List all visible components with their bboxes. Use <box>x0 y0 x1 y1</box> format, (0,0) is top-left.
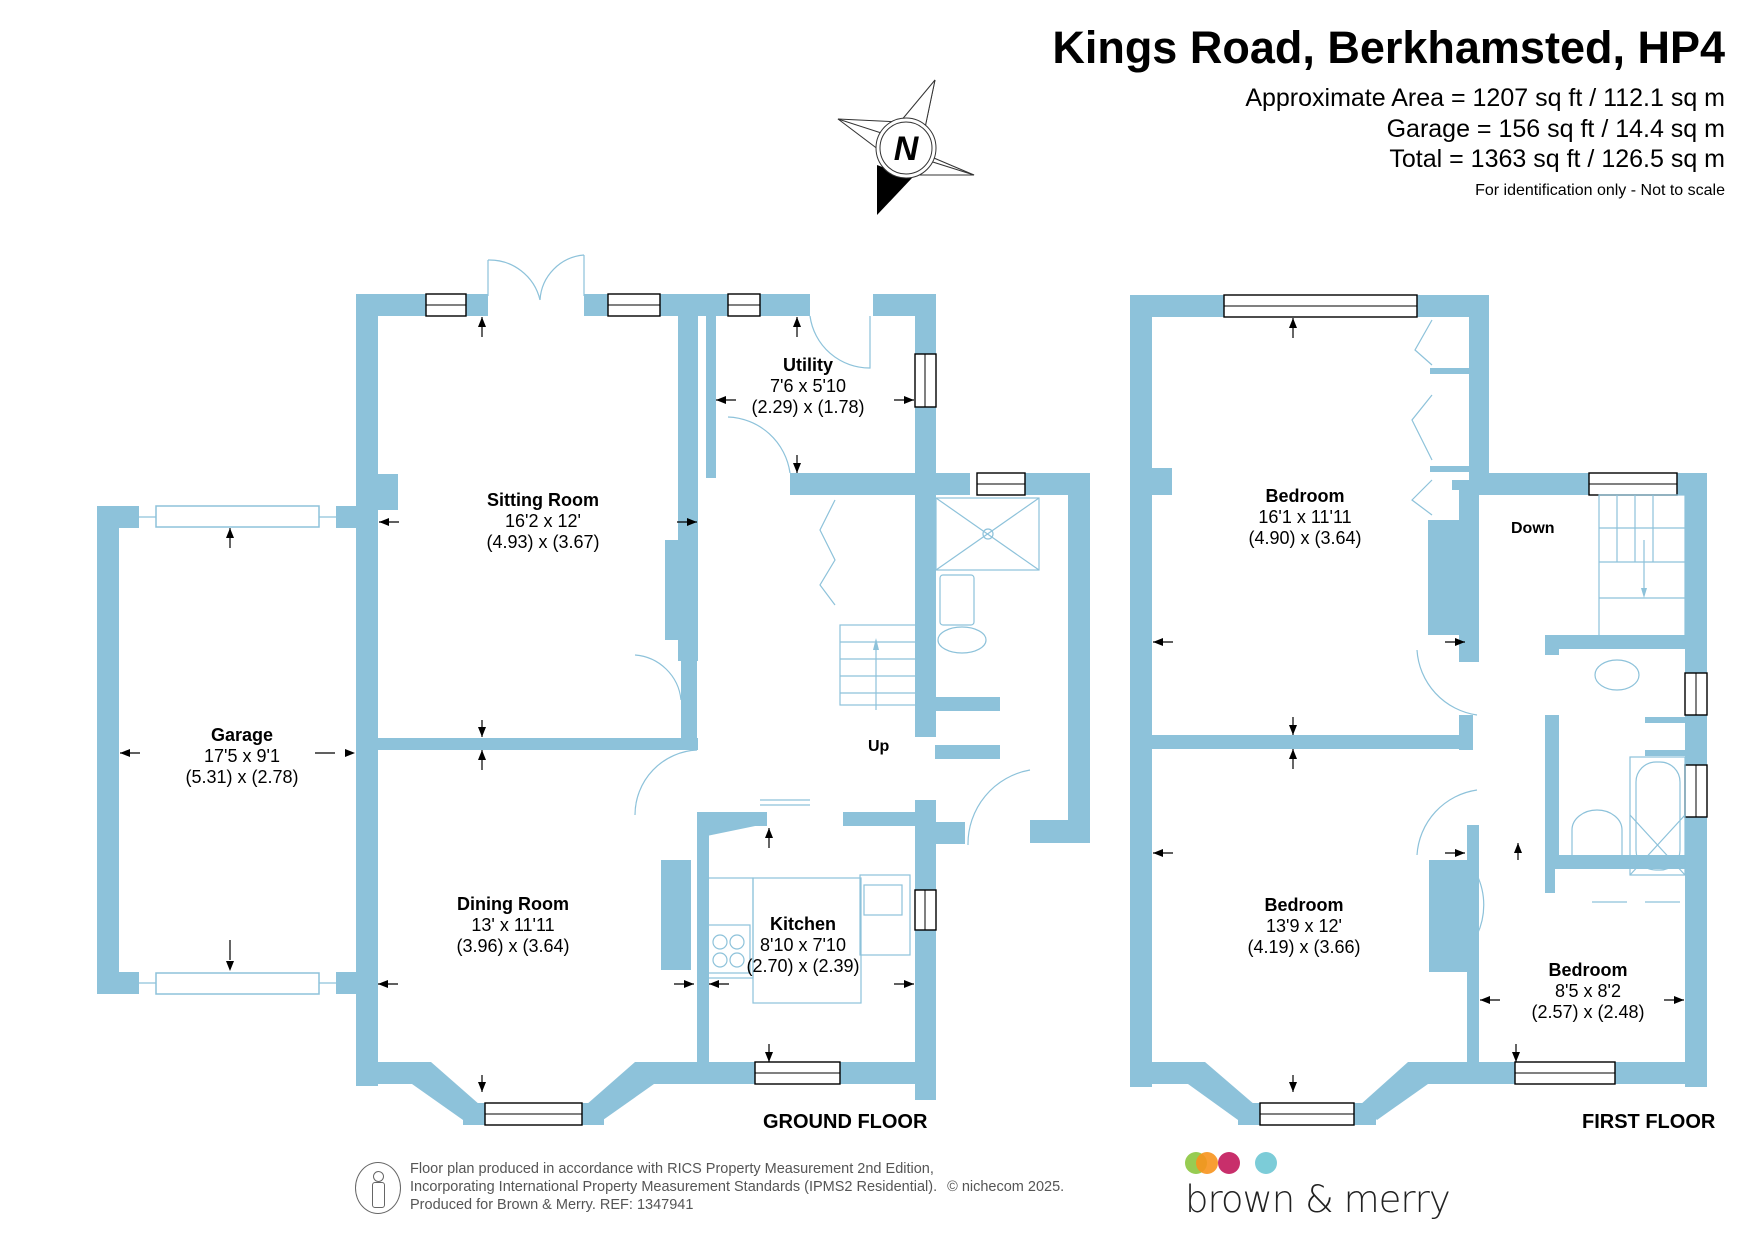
room-metric: (4.90) x (3.64) <box>1248 528 1361 548</box>
garage-walls <box>97 505 356 995</box>
scale-note: For identification only - Not to scale <box>1475 182 1725 199</box>
ground-floor-label: GROUND FLOOR <box>763 1111 928 1133</box>
first-floor-walls <box>1130 295 1707 1125</box>
person-icon <box>355 1162 401 1214</box>
room-imperial: 8'5 x 8'2 <box>1555 981 1621 1001</box>
room-name: Dining Room <box>457 894 569 914</box>
room-name: Garage <box>211 725 273 745</box>
room-imperial: 13'9 x 12' <box>1266 916 1342 936</box>
room-metric: (4.19) x (3.66) <box>1247 937 1360 957</box>
room-name: Utility <box>783 355 833 375</box>
stairs-down-label: Down <box>1511 520 1555 537</box>
ground-floor-plan: Garage 17'5 x 9'1 (5.31) x (2.78) Sittin… <box>97 254 1090 1133</box>
room-imperial: 16'2 x 12' <box>505 511 581 531</box>
property-title: Kings Road, Berkhamsted, HP4 <box>1052 22 1725 73</box>
ground-floor-measure-arrows <box>120 317 914 1092</box>
room-name: Bedroom <box>1265 486 1344 506</box>
room-imperial: 17'5 x 9'1 <box>204 746 280 766</box>
room-dining-room: Dining Room 13' x 11'11 (3.96) x (3.64) <box>456 894 569 956</box>
ground-floor-windows <box>425 293 1026 1126</box>
room-metric: (4.93) x (3.67) <box>486 532 599 552</box>
room-sitting-room: Sitting Room 16'2 x 12' (4.93) x (3.67) <box>486 490 599 552</box>
room-kitchen: Kitchen 8'10 x 7'10 (2.70) x (2.39) <box>746 914 859 976</box>
room-bedroom-2: Bedroom 13'9 x 12' (4.19) x (3.66) <box>1247 895 1360 957</box>
room-bedroom-3: Bedroom 8'5 x 8'2 (2.57) x (2.48) <box>1531 960 1644 1022</box>
room-metric: (2.29) x (1.78) <box>751 397 864 417</box>
total-area: Total = 1363 sq ft / 126.5 sq m <box>1389 145 1725 173</box>
first-floor-measure-arrows <box>1153 318 1684 1092</box>
room-garage: Garage 17'5 x 9'1 (5.31) x (2.78) <box>185 725 298 787</box>
room-metric: (2.57) x (2.48) <box>1531 1002 1644 1022</box>
first-floor-fixtures <box>1411 319 1686 936</box>
room-metric: (5.31) x (2.78) <box>185 767 298 787</box>
room-name: Bedroom <box>1548 960 1627 980</box>
approximate-area: Approximate Area = 1207 sq ft / 112.1 sq… <box>1245 84 1725 112</box>
brand-logo: brown & merry <box>1185 1152 1451 1221</box>
room-imperial: 7'6 x 5'10 <box>770 376 846 396</box>
room-name: Sitting Room <box>487 490 599 510</box>
footer-line-1: Floor plan produced in accordance with R… <box>410 1161 934 1177</box>
footer-notes: Floor plan produced in accordance with R… <box>410 1160 1064 1214</box>
room-name: Bedroom <box>1264 895 1343 915</box>
copyright: © nichecom 2025. <box>947 1179 1065 1195</box>
room-utility: Utility 7'6 x 5'10 (2.29) x (1.78) <box>751 355 864 417</box>
stairs-up-label: Up <box>868 738 890 755</box>
ground-floor-fixtures <box>487 254 1040 1004</box>
room-imperial: 16'1 x 11'11 <box>1258 507 1351 527</box>
footer-line-2: Incorporating International Property Mea… <box>410 1179 938 1195</box>
main-house-walls <box>356 294 1090 1125</box>
room-metric: (3.96) x (3.64) <box>456 936 569 956</box>
garage-area: Garage = 156 sq ft / 14.4 sq m <box>1386 115 1725 143</box>
room-imperial: 8'10 x 7'10 <box>760 935 846 955</box>
first-floor-label: FIRST FLOOR <box>1582 1111 1716 1133</box>
brand-dots-icon <box>1185 1152 1450 1176</box>
first-floor-windows <box>1223 294 1708 1126</box>
room-bedroom-1: Bedroom 16'1 x 11'11 (4.90) x (3.64) <box>1248 486 1361 548</box>
first-floor-plan: Bedroom 16'1 x 11'11 (4.90) x (3.64) Bed… <box>1130 294 1716 1133</box>
north-compass-icon: N <box>837 79 975 215</box>
compass-label: N <box>894 130 920 168</box>
room-name: Kitchen <box>770 914 836 934</box>
brand-name: brown & merry <box>1185 1178 1451 1221</box>
room-imperial: 13' x 11'11 <box>471 915 554 935</box>
footer-line-3: Produced for Brown & Merry. REF: 1347941 <box>410 1197 694 1213</box>
room-metric: (2.70) x (2.39) <box>746 956 859 976</box>
